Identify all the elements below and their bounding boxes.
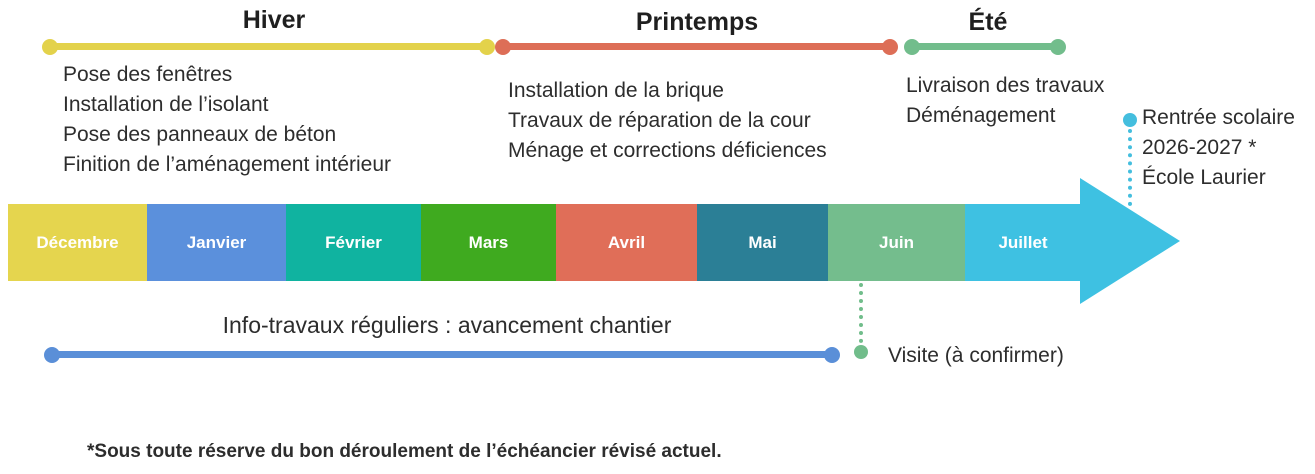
- timeline-arrow-head-icon: [1080, 178, 1180, 304]
- month-juillet: Juillet: [965, 204, 1081, 281]
- season-title-hiver: Hiver: [242, 6, 306, 34]
- rentree-label-line2: 2026-2027 *: [1142, 136, 1257, 159]
- month-label: Mars: [468, 232, 509, 252]
- ete-task-list: Livraison des travaux Déménagement: [906, 71, 1104, 131]
- month-juin: Juin: [828, 204, 965, 281]
- visite-marker-dot: [854, 345, 868, 359]
- rentree-label-line1: Rentrée scolaire: [1142, 106, 1295, 129]
- info-travaux-start-dot: [44, 347, 60, 363]
- printemps-line-end-dot: [882, 39, 898, 55]
- month-janvier: Janvier: [147, 204, 286, 281]
- month-label: Mai: [748, 232, 777, 252]
- ete-line-end-dot: [1050, 39, 1066, 55]
- month-label: Décembre: [36, 232, 119, 252]
- month-avril: Avril: [556, 204, 697, 281]
- hiver-task-list: Pose des fenêtres Installation de l’isol…: [63, 60, 391, 180]
- month-label: Juillet: [998, 232, 1048, 252]
- month-label: Avril: [607, 232, 646, 252]
- rentree-dashed-line: [1128, 129, 1132, 206]
- task-item: Installation de l’isolant: [63, 93, 269, 116]
- task-item: Finition de l’aménagement intérieur: [63, 153, 392, 176]
- task-item: Ménage et corrections déficiences: [508, 139, 827, 162]
- season-line-hiver: [50, 43, 492, 50]
- month-decembre: Décembre: [8, 204, 147, 281]
- visite-dashed-line: [859, 283, 863, 343]
- hiver-line-end-dot: [479, 39, 495, 55]
- month-mars: Mars: [421, 204, 556, 281]
- task-item: Déménagement: [906, 104, 1056, 127]
- task-item: Pose des panneaux de béton: [63, 123, 337, 146]
- season-line-printemps: [503, 43, 891, 50]
- month-mai: Mai: [697, 204, 828, 281]
- info-travaux-end-dot: [824, 347, 840, 363]
- task-item: Installation de la brique: [508, 79, 724, 102]
- info-travaux-line: [52, 351, 832, 358]
- rentree-marker-dot: [1123, 113, 1137, 127]
- month-fevrier: Février: [286, 204, 421, 281]
- task-item: Livraison des travaux: [906, 74, 1105, 97]
- ete-line-start-dot: [904, 39, 920, 55]
- info-travaux-label: Info-travaux réguliers : avancement chan…: [222, 312, 672, 338]
- hiver-line-start-dot: [42, 39, 58, 55]
- footnote: *Sous toute réserve du bon déroulement d…: [87, 441, 722, 462]
- rentree-label: Rentrée scolaire 2026-2027 * École Lauri…: [1142, 103, 1295, 193]
- season-title-ete: Été: [968, 8, 1008, 36]
- month-label: Juin: [879, 232, 914, 252]
- season-title-printemps: Printemps: [635, 8, 759, 36]
- month-label: Janvier: [186, 232, 247, 252]
- task-item: Pose des fenêtres: [63, 63, 233, 86]
- task-item: Travaux de réparation de la cour: [508, 109, 811, 132]
- season-line-ete: [908, 43, 1065, 50]
- month-label: Février: [325, 232, 382, 252]
- printemps-line-start-dot: [495, 39, 511, 55]
- visite-label: Visite (à confirmer): [888, 344, 1064, 367]
- printemps-task-list: Installation de la brique Travaux de rép…: [508, 76, 827, 166]
